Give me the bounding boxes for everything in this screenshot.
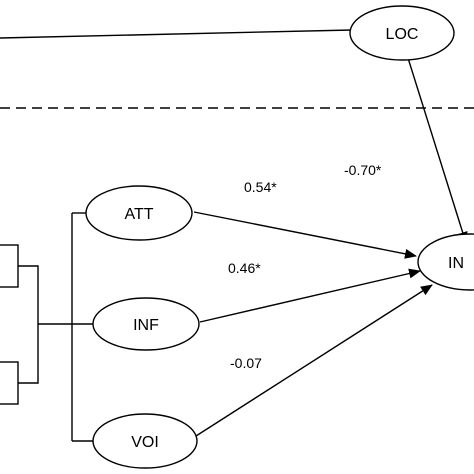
arrow-loc-to-target <box>407 57 468 244</box>
node-voi: VOI <box>92 413 198 469</box>
node-loc-ellipse <box>349 5 455 61</box>
node-att-ellipse <box>85 185 193 241</box>
coef-inf-to-target: 0.46* <box>228 260 261 276</box>
arrow-inf-to-target <box>199 268 421 323</box>
node-voi-label: VOI <box>131 434 159 451</box>
node-target-label: IN <box>448 255 464 272</box>
node-loc-label: LOC <box>386 26 419 43</box>
left-box-bottom <box>0 361 19 405</box>
node-loc: LOC <box>349 5 455 61</box>
loc-input-line <box>0 29 353 39</box>
node-inf: INF <box>92 297 200 351</box>
arrow-att-to-target <box>193 211 417 259</box>
coef-loc-to-target: -0.70* <box>344 162 382 178</box>
node-inf-ellipse <box>92 297 200 351</box>
coef-att-to-target: 0.54* <box>244 179 277 195</box>
coef-voi-to-target: -0.07 <box>230 355 262 371</box>
left-box-top <box>0 244 19 288</box>
node-target-ellipse <box>417 233 474 291</box>
arrow-voi-to-target <box>195 284 433 437</box>
left-bracket <box>18 265 39 384</box>
node-att-label: ATT <box>124 206 153 223</box>
node-voi-ellipse <box>92 413 198 469</box>
node-inf-label: INF <box>133 317 159 334</box>
node-att: ATT <box>85 185 193 241</box>
node-target: IN <box>417 233 474 291</box>
